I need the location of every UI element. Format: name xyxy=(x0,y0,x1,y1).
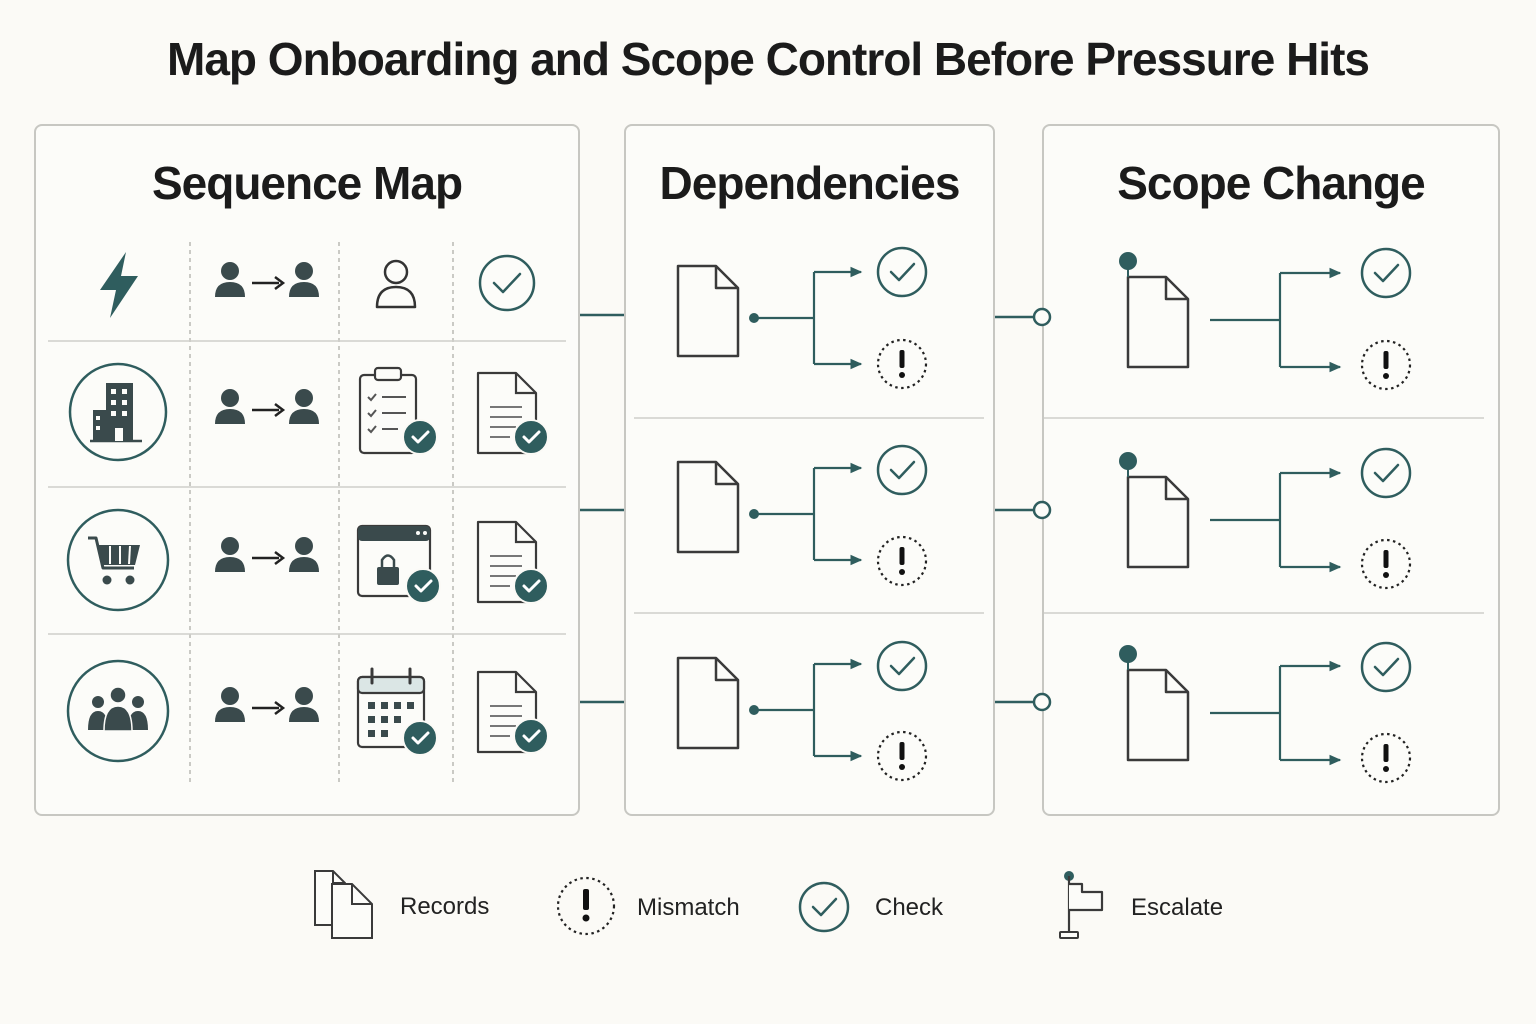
legend-label-mismatch: Mismatch xyxy=(637,894,740,921)
diagram-title: Map Onboarding and Scope Control Before … xyxy=(167,33,1370,85)
sequence-map-panel: Sequence Map xyxy=(34,124,580,816)
flag-icon xyxy=(1059,871,1104,939)
scope-change-panel: Scope Change xyxy=(1042,124,1500,816)
sequence-map-title: Sequence Map xyxy=(151,157,463,209)
records-icon xyxy=(314,870,373,939)
legend-label-escalate: Escalate xyxy=(1131,894,1224,921)
mismatch-icon xyxy=(556,876,616,936)
check-circle-icon xyxy=(798,881,850,933)
dependencies-title: Dependencies xyxy=(659,157,961,209)
scope-change-title: Scope Change xyxy=(1117,157,1426,209)
legend-label-check: Check xyxy=(875,894,944,921)
dependencies-panel: Dependencies xyxy=(624,124,995,816)
legend-label-records: Records xyxy=(400,893,490,920)
